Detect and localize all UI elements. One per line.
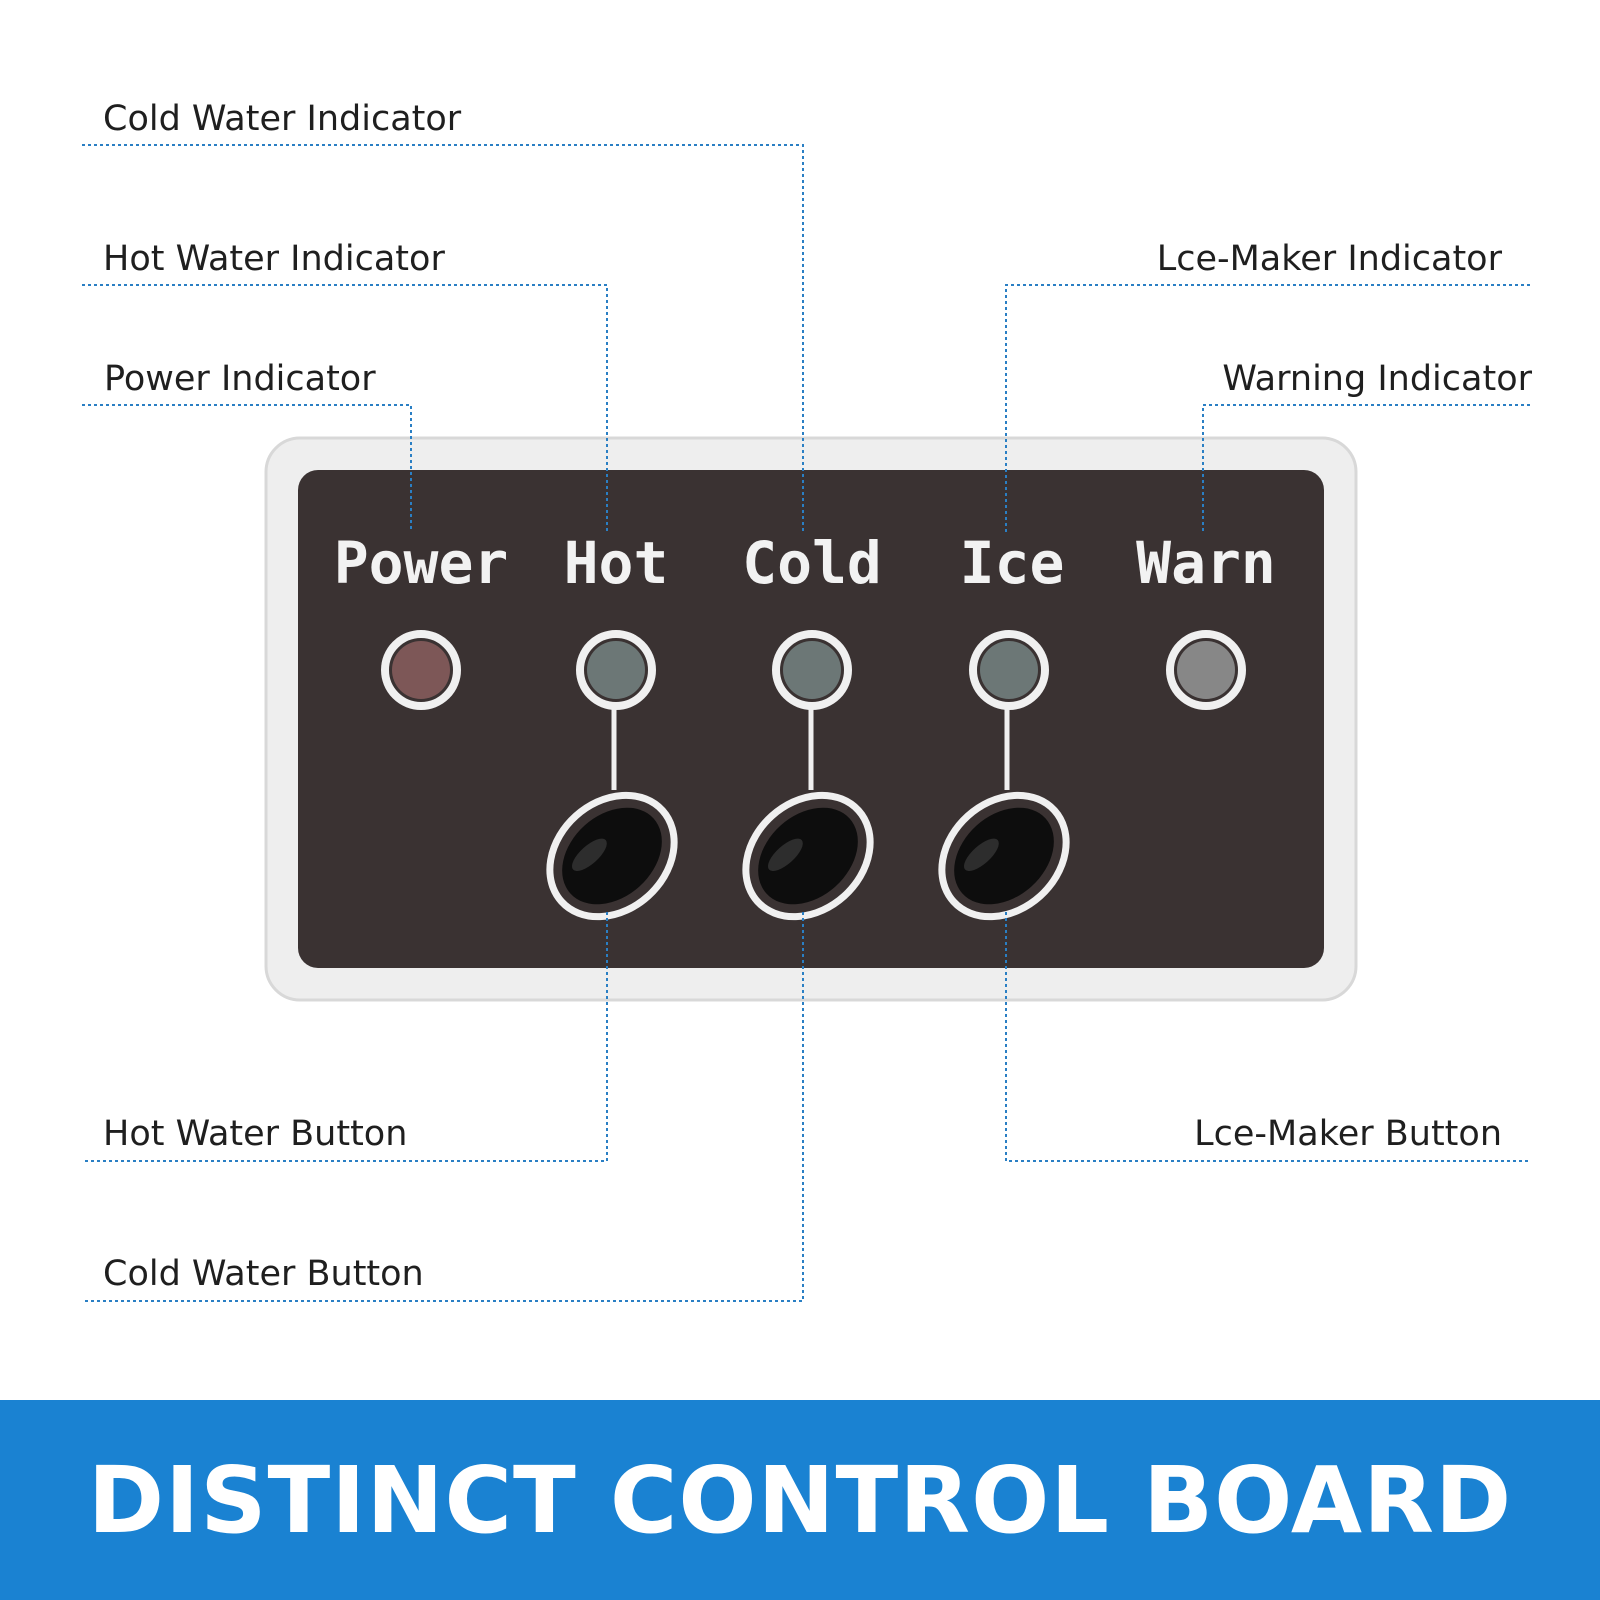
footer-banner: DISTINCT CONTROL BOARD xyxy=(0,1400,1600,1600)
panel-label-power: Power xyxy=(334,529,509,597)
cold-water-button[interactable] xyxy=(721,770,894,941)
hot-water-indicator-lens xyxy=(587,641,645,699)
callout-hot-water-button: Hot Water Button xyxy=(103,1114,408,1154)
ice-maker-button[interactable] xyxy=(917,770,1090,941)
cold-water-indicator-led xyxy=(772,630,852,710)
hot-water-button[interactable] xyxy=(525,770,698,941)
callout-cold-water-indicator: Cold Water Indicator xyxy=(103,99,462,139)
callout-power-indicator: Power Indicator xyxy=(104,359,376,399)
warning-indicator-led xyxy=(1166,630,1246,710)
leader-warning-indicator xyxy=(1202,404,1530,532)
leader-hot-water-indicator xyxy=(82,284,608,532)
leader-cold-water-indicator xyxy=(82,144,804,532)
callout-hot-water-indicator: Hot Water Indicator xyxy=(103,239,445,279)
panel-label-ice: Ice xyxy=(960,529,1065,597)
callout-cold-water-button: Cold Water Button xyxy=(103,1254,424,1294)
leader-power-indicator xyxy=(82,404,412,532)
panel-label-warn: Warn xyxy=(1136,529,1276,597)
ice-maker-indicator-lens xyxy=(980,641,1038,699)
panel-label-cold: Cold xyxy=(742,529,882,597)
hot-water-indicator-led xyxy=(576,630,656,710)
callout-ice-maker-button: Lce-Maker Button xyxy=(1194,1114,1502,1154)
power-indicator-lens xyxy=(392,641,450,699)
leader-ice-maker-indicator xyxy=(1005,284,1530,532)
cold-water-indicator-lens xyxy=(783,641,841,699)
footer-title: DISTINCT CONTROL BOARD xyxy=(87,1446,1513,1554)
power-indicator-led xyxy=(381,630,461,710)
callout-ice-maker-indicator: Lce-Maker Indicator xyxy=(1156,239,1502,279)
callout-warning-indicator: Warning Indicator xyxy=(1222,359,1532,399)
leader-hot-water-button xyxy=(82,912,608,1162)
leader-ice-maker-button xyxy=(1005,912,1530,1162)
panel-label-hot: Hot xyxy=(564,529,669,597)
ice-maker-indicator-led xyxy=(969,630,1049,710)
warning-indicator-lens xyxy=(1177,641,1235,699)
